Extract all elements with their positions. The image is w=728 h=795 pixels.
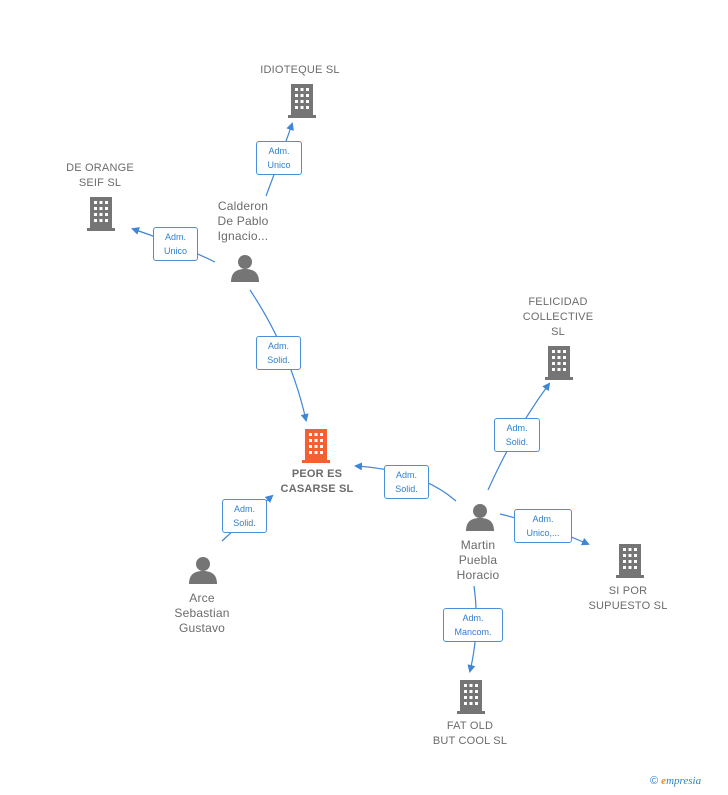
calderon-person-icon[interactable]: [231, 255, 259, 282]
edge-label-martin-fat-old: Adm. Mancom.: [443, 608, 503, 642]
edge-label-martin-peor-es: Adm. Solid.: [384, 465, 429, 499]
node-label-calderon[interactable]: Calderon De Pablo Ignacio...: [217, 199, 269, 243]
node-label-arce[interactable]: Arce Sebastian Gustavo: [174, 591, 230, 635]
node-label-idioteque[interactable]: IDIOTEQUE SL: [260, 64, 340, 76]
felicidad-building-icon[interactable]: [545, 346, 573, 380]
node-label-peor-es[interactable]: PEOR ES CASARSE SL: [280, 468, 354, 495]
node-label-si-por[interactable]: SI POR SUPUESTO SL: [588, 585, 668, 612]
edge-label-calderon-idioteque: Adm. Unico: [256, 141, 302, 175]
fat-old-building-icon[interactable]: [457, 680, 485, 714]
node-label-felicidad[interactable]: FELICIDAD COLLECTIVE SL: [522, 296, 594, 338]
edge-label-calderon-de-orange: Adm. Unico: [153, 227, 198, 261]
martin-person-icon[interactable]: [466, 504, 494, 531]
peor-es-building-icon[interactable]: [302, 429, 330, 463]
node-label-martin[interactable]: Martin Puebla Horacio: [456, 538, 500, 582]
copyright-icon: ©: [650, 775, 659, 787]
node-label-fat-old[interactable]: FAT OLD BUT COOL SL: [432, 720, 508, 747]
idioteque-building-icon[interactable]: [288, 84, 316, 118]
edge-label-martin-felicidad: Adm. Solid.: [494, 418, 540, 452]
edge-label-martin-si-por: Adm. Unico,...: [514, 509, 572, 543]
node-label-de-orange[interactable]: DE ORANGE SEIF SL: [66, 162, 134, 189]
si-por-building-icon[interactable]: [616, 544, 644, 578]
footer-brand: © empresia: [650, 775, 701, 787]
brand-logo: empresia: [661, 775, 702, 787]
edge-label-arce-peor-es: Adm. Solid.: [222, 499, 267, 533]
de-orange-building-icon[interactable]: [87, 197, 115, 231]
edge-label-calderon-peor-es: Adm. Solid.: [256, 336, 301, 370]
arce-person-icon[interactable]: [189, 557, 217, 584]
